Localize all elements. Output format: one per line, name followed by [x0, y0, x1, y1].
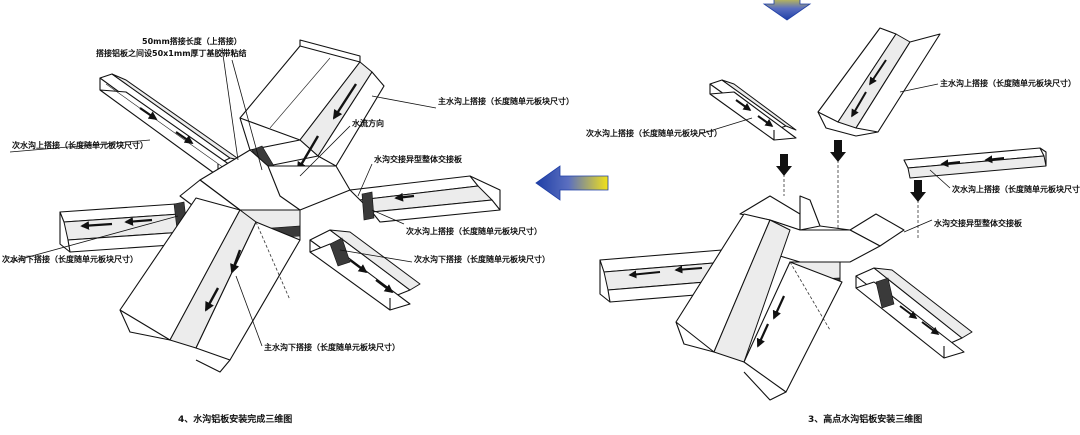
flow-arrow [921, 321, 940, 335]
flow-arrow [772, 295, 786, 320]
sequence-arrow-down-icon [762, 0, 812, 21]
flow-arrow [674, 265, 703, 274]
flow-arrow [735, 99, 752, 111]
flow-arrow [296, 135, 320, 172]
main-gutter-lower [119, 197, 301, 373]
flow-arrow [869, 59, 887, 86]
flow-arrow [899, 305, 918, 319]
label-right-secondary-upper-right: 次水沟上搭接（长度随单元板块尺寸） [952, 184, 1080, 194]
main-gutter-upper [239, 39, 385, 191]
flow-arrow [139, 107, 158, 120]
flow-arrow [80, 221, 113, 230]
flow-arrow [628, 270, 661, 279]
installed-secondary-lower-right [855, 267, 973, 359]
label-right-secondary-upper-left: 次水沟上搭接（长度随单元板块尺寸） [586, 128, 722, 138]
flow-arrow [230, 249, 242, 274]
down-arrow-icon [830, 140, 846, 162]
flow-arrow [757, 115, 774, 127]
label-flow-direction: 水流方向 [351, 118, 384, 128]
label-main-lower: 主水沟下搭接（长度随单元板块尺寸） [264, 342, 400, 352]
label-secondary-upper-right: 次水沟上搭接（长度随单元板块尺寸） [406, 226, 542, 236]
flow-arrow [756, 323, 770, 348]
exploded-secondary-upper-left [709, 79, 797, 141]
label-secondary-lower-right: 次水沟下搭接（长度随单元板块尺寸） [414, 254, 550, 264]
right-diagram: 主水沟上搭接（长度随单元板块尺寸） 次水沟上搭接（长度随单元板块尺寸） 次水沟上… [586, 27, 1080, 425]
exploded-main-upper [817, 27, 941, 137]
label-overlap-50mm: 50mm搭接长度（上搭接） [142, 36, 242, 46]
secondary-gutter-lower-right [309, 229, 421, 311]
installed-main-lower [675, 213, 843, 401]
leader-lines-right [699, 83, 951, 233]
flow-arrow [332, 83, 358, 120]
down-arrow-icon [776, 154, 792, 176]
flow-arrow [984, 155, 1005, 164]
label-secondary-lower-left: 次水沟下搭接（长度随单元板块尺寸） [2, 254, 138, 264]
secondary-gutter-lower-left [59, 201, 189, 253]
flow-arrow [175, 131, 194, 144]
flow-arrow [124, 217, 153, 226]
caption-left: 4、水沟铝板安装完成三维图 [178, 413, 292, 425]
flow-arrow [394, 192, 415, 202]
secondary-gutter-upper-right [349, 175, 501, 223]
sequence-arrow-left-icon [535, 165, 609, 201]
flow-arrow [851, 91, 867, 118]
drop-guides [776, 140, 926, 252]
flow-arrow [375, 279, 394, 294]
flow-arrow [349, 259, 368, 274]
exploded-secondary-upper-right [903, 147, 1047, 179]
flow-arrow [940, 159, 961, 168]
label-right-junction-plate: 水沟交接异型整体交接板 [933, 218, 1023, 228]
label-sealant: 搭接铝板之间设50x1mm厚丁基胶带粘结 [96, 48, 247, 58]
down-arrow-icon [910, 180, 926, 202]
left-diagram: 50mm搭接长度（上搭接） 搭接铝板之间设50x1mm厚丁基胶带粘结 主水沟上搭… [2, 36, 574, 425]
caption-right: 3、高点水沟铝板安装三维图 [808, 413, 922, 425]
label-secondary-upper-left: 次水沟上搭接（长度随单元板块尺寸） [12, 140, 148, 150]
flow-arrow [204, 287, 220, 312]
leader-lines [9, 47, 437, 347]
label-right-main-upper: 主水沟上搭接（长度随单元板块尺寸） [940, 78, 1076, 88]
label-main-upper: 主水沟上搭接（长度随单元板块尺寸） [438, 96, 574, 106]
label-junction-plate: 水沟交接异型整体交接板 [373, 154, 463, 164]
secondary-gutter-upper-left [99, 73, 241, 177]
